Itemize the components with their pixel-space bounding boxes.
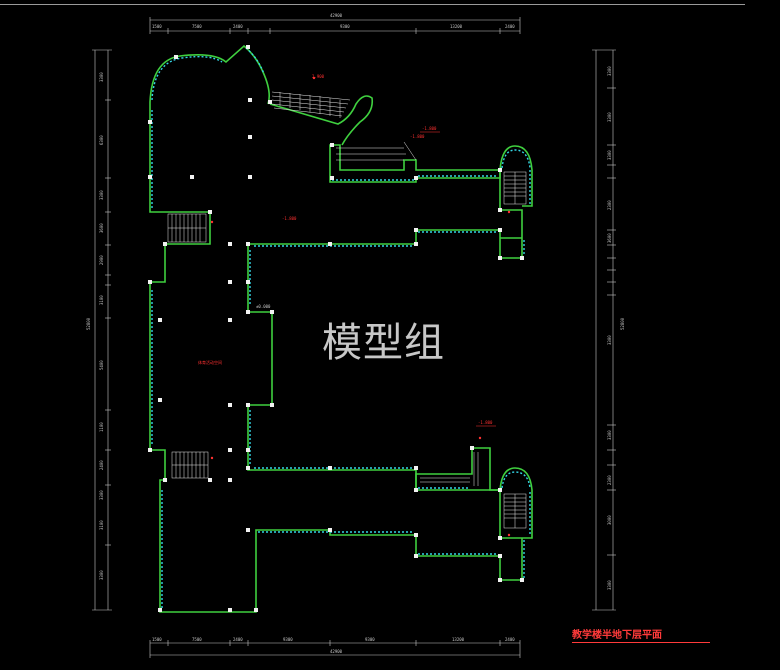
bottom-dim-1: 1500 [152, 637, 162, 642]
bottom-dim-6: 13200 [452, 637, 465, 642]
right-dim-5: 2300 [607, 200, 612, 210]
windows [151, 47, 531, 608]
left-dim-5: 2900 [99, 255, 104, 265]
columns [148, 45, 524, 612]
left-dim-10: 2400 [99, 460, 104, 470]
left-dim-1: 3300 [99, 72, 104, 82]
right-dim-12: 3300 [607, 430, 612, 440]
left-dim-7: 3100 [99, 295, 104, 305]
right-dim-2: 3300 [607, 112, 612, 122]
left-overall-dimension: 52800 [86, 317, 91, 330]
top-dim-6: 13200 [450, 24, 463, 29]
level-mark-label: ±0.000 [256, 304, 271, 309]
top-overall-dimension: 42900 [330, 13, 343, 18]
top-border-line [0, 4, 745, 5]
top-dim-5: 9300 [340, 24, 350, 29]
left-dim-9: 1100 [99, 422, 104, 432]
left-dim-12: 3100 [99, 520, 104, 530]
right-dim-1: 3300 [607, 66, 612, 76]
step-label-upper: 2.900 [312, 74, 325, 79]
drawing-title: 教学楼半地下层平面 [572, 630, 662, 641]
right-dim-11: 3300 [607, 335, 612, 345]
bottom-dim-4: 9300 [283, 637, 293, 642]
left-dimension-chain [92, 49, 112, 611]
building-walls [149, 44, 533, 613]
ramp-lower [420, 452, 479, 486]
room-label-center: 体育活动空间 [198, 359, 222, 365]
right-dim-14: 2300 [607, 475, 612, 485]
stair-curved-ramp [271, 91, 417, 161]
step-label-mid: -1.800 [410, 134, 425, 139]
elevation-label-mid: -1.800 [282, 216, 297, 221]
stair-lower-left [171, 451, 209, 479]
right-dim-6: 3600 [607, 233, 612, 243]
top-dim-1: 1500 [152, 24, 162, 29]
top-dim-3: 2400 [233, 24, 243, 29]
elevation-label-lower: -1.800 [478, 420, 493, 425]
right-overall-dimension: 52800 [620, 317, 625, 330]
stair-upper-left [167, 213, 207, 243]
left-dim-4: 3600 [99, 223, 104, 233]
top-dim-2: 7500 [192, 24, 202, 29]
top-dimension-chain [149, 17, 521, 34]
right-dimension-chain [592, 49, 616, 611]
bottom-dim-2: 7500 [192, 637, 202, 642]
drawing-title-underline [572, 642, 710, 643]
left-dim-11: 3300 [99, 490, 104, 500]
left-dim-8: 5400 [99, 360, 104, 370]
section-markers [210, 76, 511, 537]
right-dim-3: 3300 [607, 150, 612, 160]
elevation-label-upper: -1.800 [422, 126, 437, 131]
bottom-dimension-chain [149, 640, 521, 658]
bottom-overall-dimension: 42900 [330, 649, 343, 654]
bottom-dim-3: 2400 [233, 637, 243, 642]
stair-lower-right [503, 493, 527, 529]
right-dim-16: 3000 [607, 515, 612, 525]
stair-upper-right [503, 171, 527, 205]
left-dim-2: 6300 [99, 135, 104, 145]
bottom-dim-5: 9300 [365, 637, 375, 642]
bottom-dim-7: 2400 [505, 637, 515, 642]
right-dim-17: 3300 [607, 580, 612, 590]
left-dim-3: 3300 [99, 190, 104, 200]
top-dim-7: 2400 [505, 24, 515, 29]
left-dim-13: 3300 [99, 570, 104, 580]
